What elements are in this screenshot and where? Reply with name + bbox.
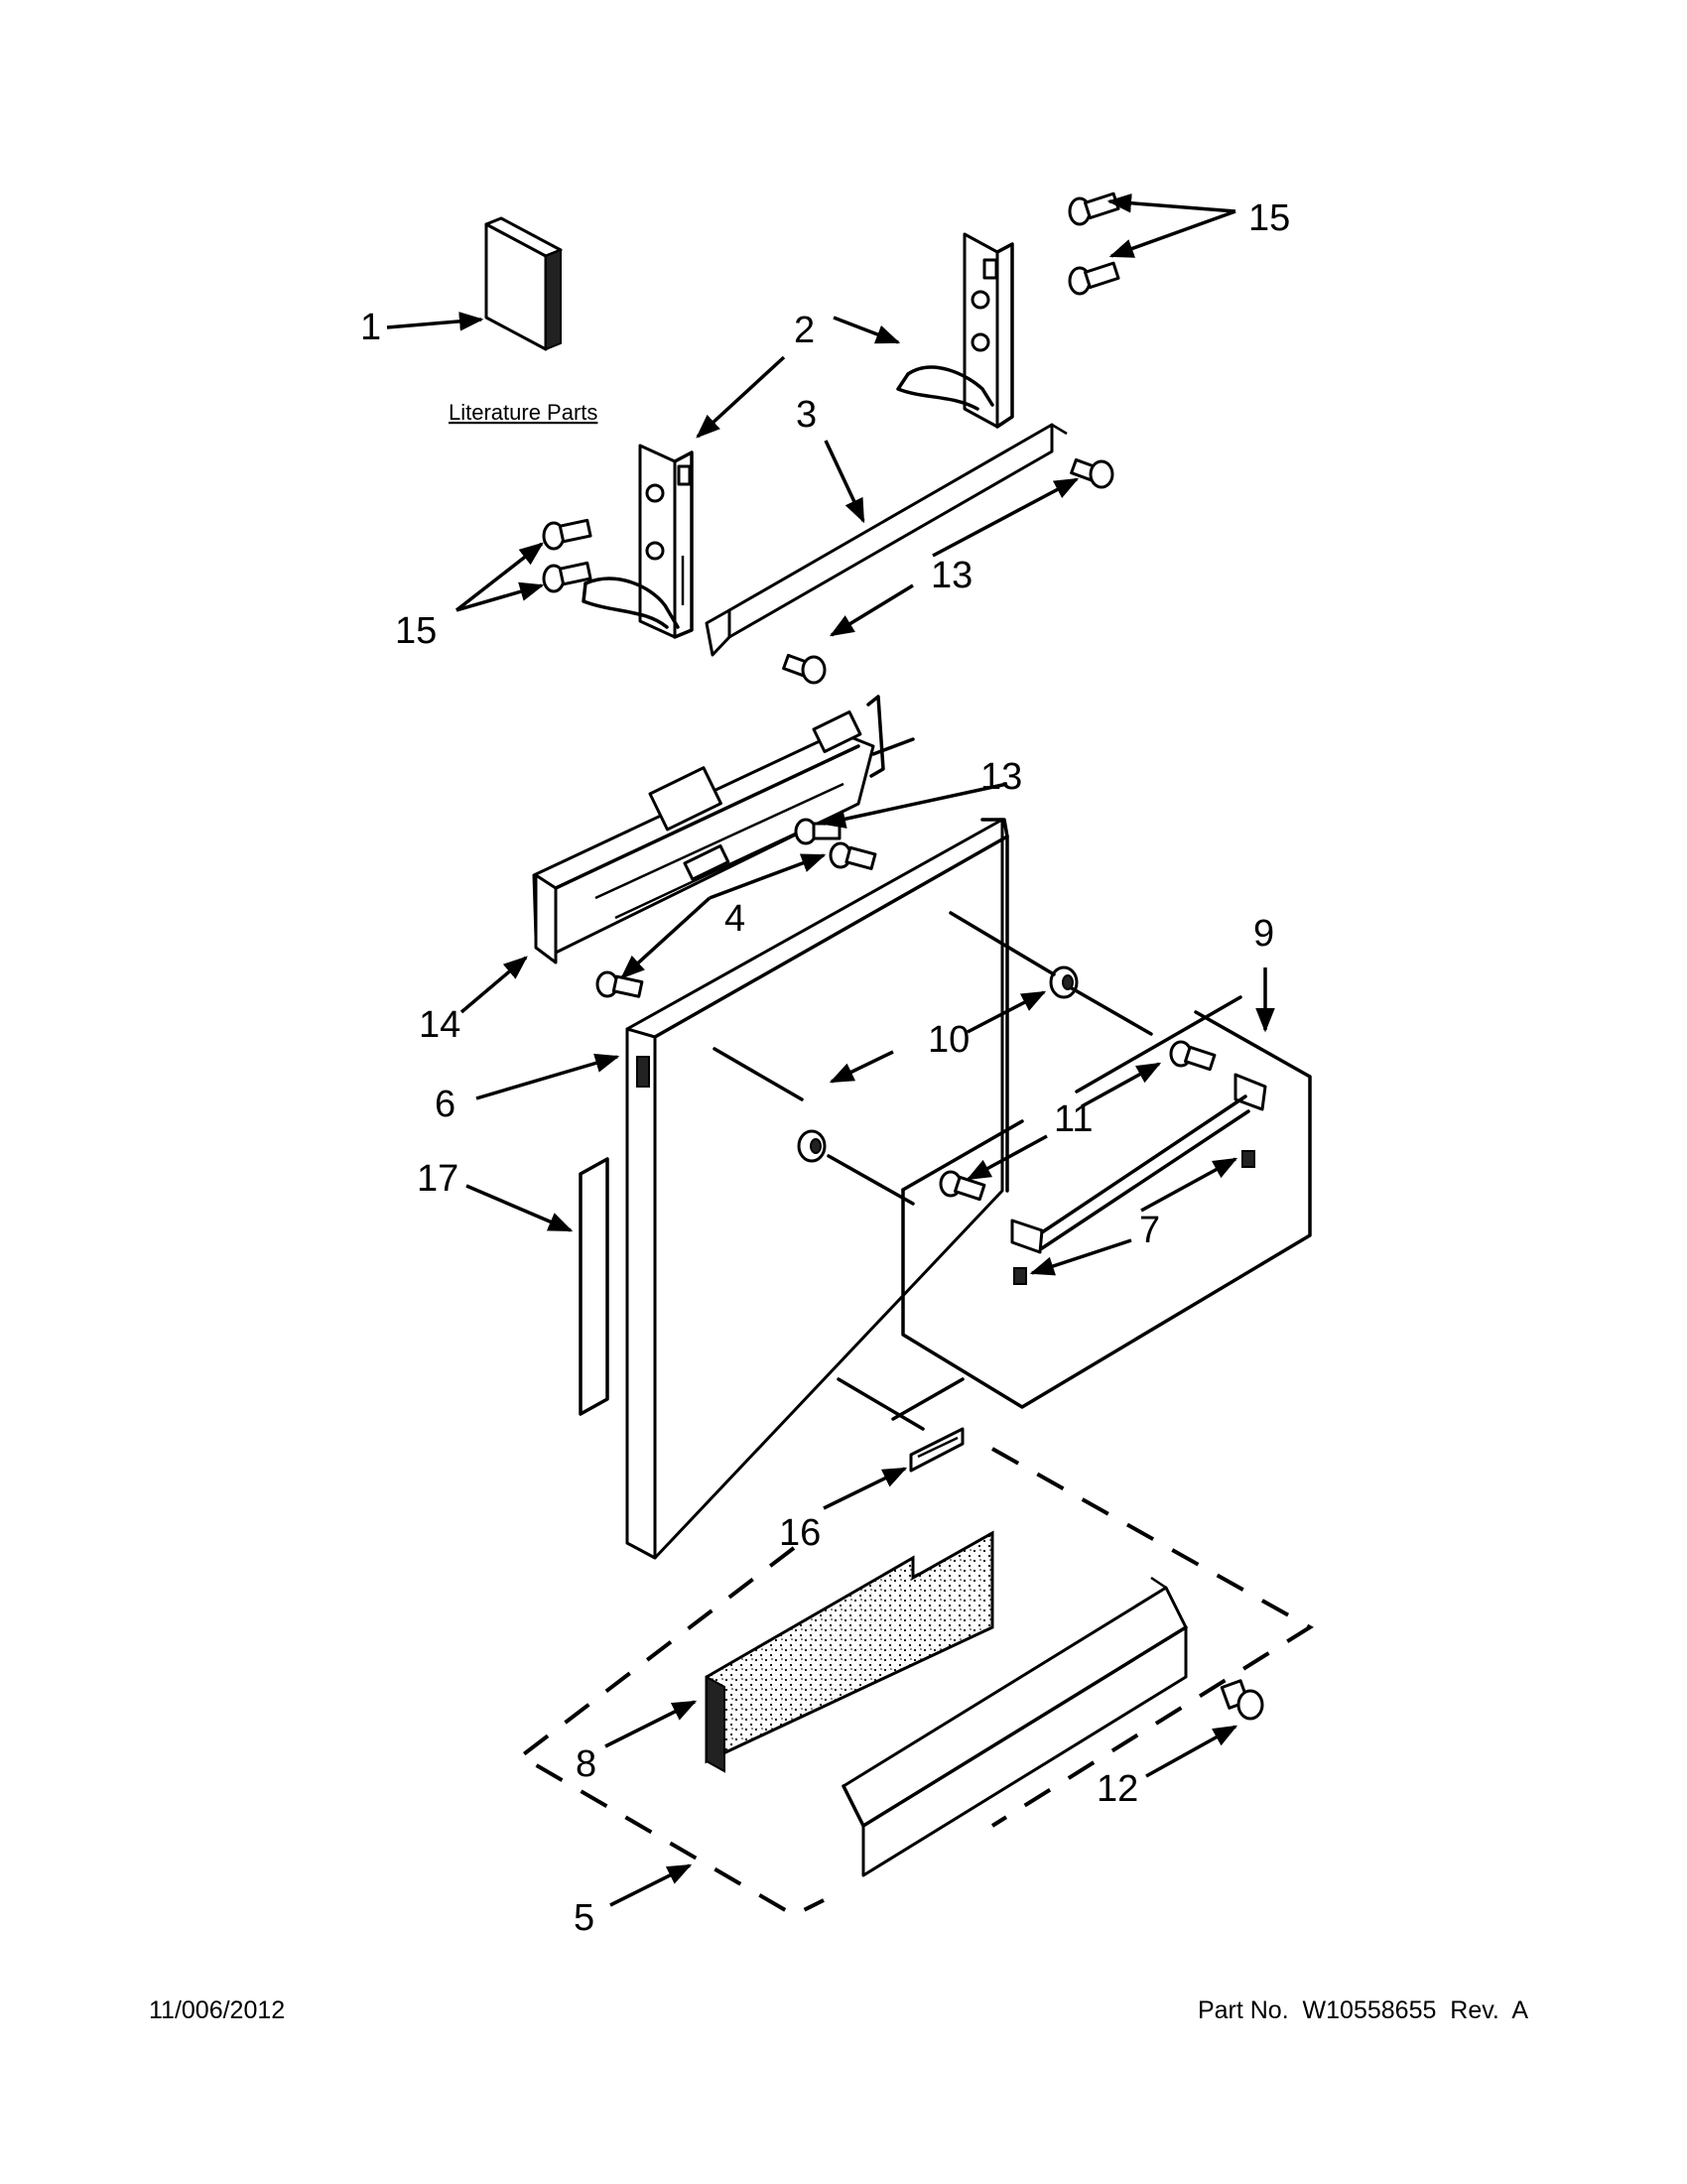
screw-icon	[1068, 192, 1120, 226]
callout-6: 6	[435, 1084, 455, 1125]
callout-4: 4	[724, 898, 745, 940]
callout-11: 11	[1054, 1098, 1093, 1140]
callout-15-lower: 15	[395, 610, 437, 652]
callout-7: 7	[1139, 1210, 1160, 1251]
screw-icon	[1068, 261, 1120, 296]
callout-15-upper: 15	[1248, 197, 1290, 239]
callout-9: 9	[1253, 913, 1274, 955]
diagram-date: 11/006/2012	[149, 1996, 286, 2024]
control-panel-assembly	[532, 695, 915, 964]
callout-13-lower: 13	[980, 756, 1022, 798]
spacer-icon	[797, 1129, 827, 1163]
callout-1: 1	[360, 307, 381, 348]
callout-14: 14	[419, 1004, 460, 1046]
door-panel	[625, 818, 1009, 1560]
screw-icon	[542, 518, 592, 551]
screw-icon	[595, 970, 644, 998]
callout-13-upper: 13	[931, 555, 973, 596]
callout-16: 16	[779, 1512, 821, 1554]
handle-kit-outline	[901, 1010, 1312, 1409]
screw-icon	[829, 841, 877, 870]
screw-icon	[782, 653, 827, 685]
brand-badge	[909, 1427, 965, 1473]
support-channel	[705, 423, 1068, 657]
callout-2: 2	[794, 310, 815, 351]
callout-12: 12	[1097, 1768, 1138, 1810]
screw-icon	[939, 1170, 986, 1202]
part-number: Part No. W10558655 Rev. A	[1197, 1996, 1528, 2024]
insulation-pad	[705, 1530, 994, 1773]
spacer-icon	[1049, 965, 1079, 999]
screw-icon	[1169, 1040, 1217, 1072]
callout-10: 10	[928, 1019, 970, 1061]
callout-3: 3	[796, 394, 817, 436]
toe-panel	[842, 1576, 1188, 1877]
right-hinge-bracket	[896, 232, 1014, 429]
callout-8: 8	[576, 1743, 596, 1785]
screw-icon	[542, 561, 592, 593]
literature-parts-label: Literature Parts	[449, 400, 597, 425]
screw-icon	[1220, 1679, 1264, 1721]
callout-5: 5	[574, 1897, 594, 1939]
leader-lines	[386, 193, 1275, 1907]
screw-icon	[1070, 457, 1114, 489]
door-gasket	[579, 1157, 609, 1416]
callout-17: 17	[417, 1158, 458, 1200]
left-hinge-bracket	[582, 444, 694, 639]
literature-book-icon	[484, 216, 563, 351]
kickplate-kit-outline	[990, 1447, 1314, 1828]
door-handle	[1010, 1073, 1267, 1285]
